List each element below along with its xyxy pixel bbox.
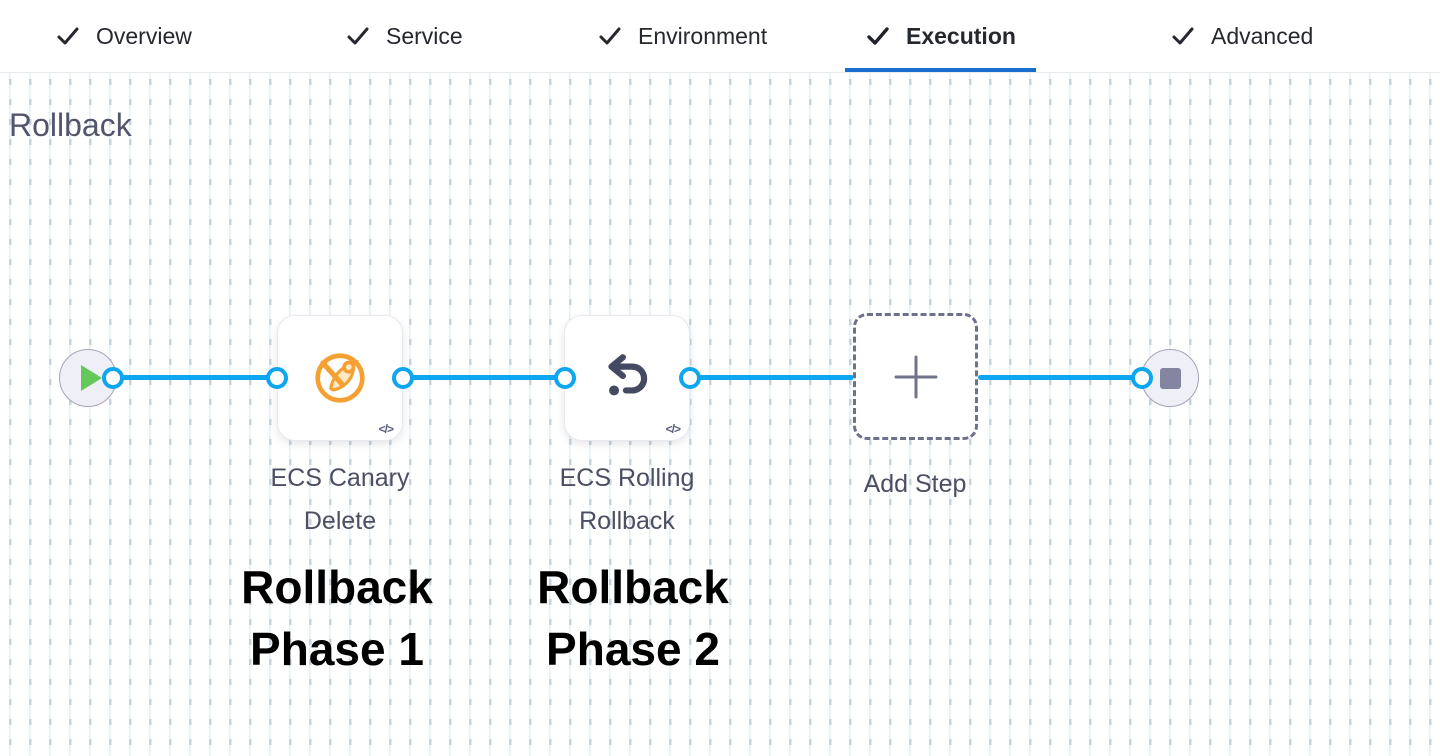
- plus-icon: [894, 355, 937, 398]
- rollback-pipeline-canvas[interactable]: Rollback </>: [0, 73, 1440, 756]
- tab-label: Overview: [96, 22, 192, 49]
- stop-icon: [1159, 367, 1181, 389]
- connector-port[interactable]: [554, 367, 576, 389]
- tab-execution[interactable]: Execution: [845, 0, 1036, 72]
- edge-start-to-step1: [113, 375, 277, 380]
- check-icon: [867, 27, 889, 45]
- step-name-ecs-canary-delete: ECS Canary Delete: [270, 464, 410, 535]
- code-badge: </>: [665, 422, 681, 436]
- step-card-ecs-rolling-rollback[interactable]: </>: [564, 315, 690, 441]
- add-step-button[interactable]: [853, 313, 978, 440]
- edge-addstep-to-end: [978, 375, 1142, 380]
- tab-label: Execution: [906, 22, 1016, 49]
- annotation-rollback-phase-1: Rollback Phase 1: [241, 561, 433, 675]
- check-icon: [347, 27, 369, 45]
- connector-port[interactable]: [102, 367, 124, 389]
- check-icon: [1172, 27, 1194, 45]
- section-title: Rollback: [9, 107, 132, 143]
- step-name-ecs-rolling-rollback: ECS Rolling Rollback: [559, 464, 695, 535]
- annotation-rollback-phase-2: Rollback Phase 2: [537, 561, 729, 675]
- check-icon: [599, 27, 621, 45]
- tab-advanced[interactable]: Advanced: [1150, 0, 1333, 72]
- pipeline-config-tabbar: Overview Service Environment Execution A…: [0, 0, 1440, 73]
- tab-environment[interactable]: Environment: [577, 0, 787, 72]
- rolling-rollback-icon: [608, 354, 648, 396]
- tab-label: Service: [386, 22, 463, 49]
- play-icon: [80, 365, 102, 391]
- connector-port[interactable]: [1131, 367, 1153, 389]
- code-badge: </>: [378, 422, 394, 436]
- tab-service[interactable]: Service: [325, 0, 483, 72]
- tab-label: Environment: [638, 22, 768, 49]
- edge-step1-to-step2: [403, 375, 565, 380]
- connector-port[interactable]: [679, 367, 701, 389]
- edge-step2-to-addstep: [690, 375, 854, 380]
- canary-delete-icon: [315, 353, 365, 403]
- add-step-label: Add Step: [863, 470, 967, 498]
- check-icon: [57, 27, 79, 45]
- connector-port[interactable]: [266, 367, 288, 389]
- tab-label: Advanced: [1211, 22, 1314, 49]
- step-card-ecs-canary-delete[interactable]: </>: [277, 315, 403, 441]
- connector-port[interactable]: [392, 367, 414, 389]
- tab-overview[interactable]: Overview: [35, 0, 212, 72]
